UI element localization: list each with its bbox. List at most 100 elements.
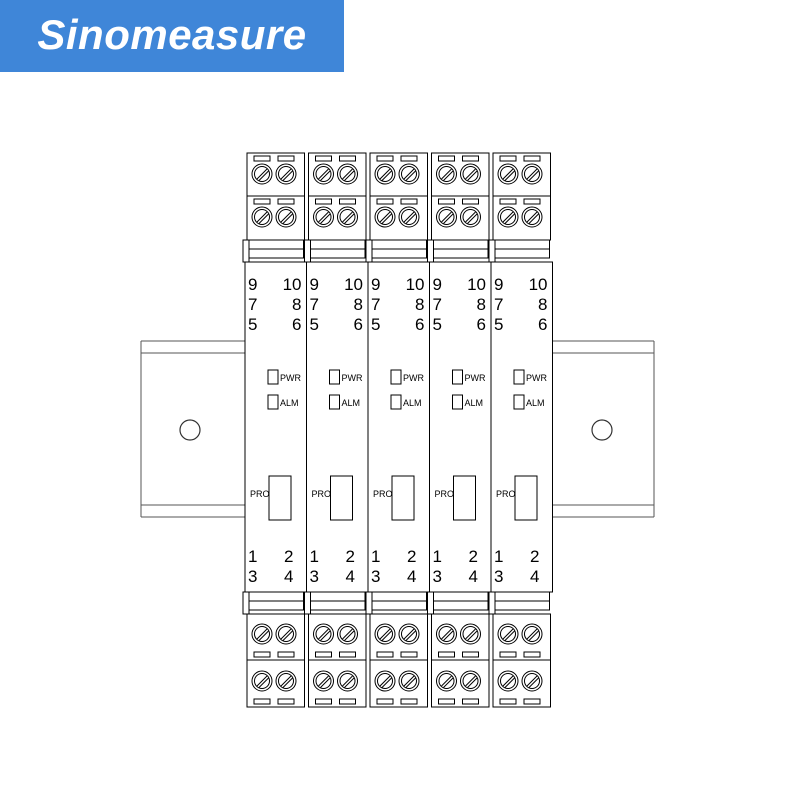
terminal-number: 2 [284, 547, 293, 566]
terminal-tab [438, 198, 455, 205]
alm-led-icon [329, 394, 340, 410]
screw-slot [280, 168, 292, 180]
pro-window [330, 475, 353, 521]
terminal-tab [438, 155, 455, 162]
alm-label: ALM [526, 398, 545, 408]
screw-inner [339, 626, 356, 642]
terminal-tab [339, 198, 356, 205]
screw-inner [377, 626, 393, 642]
terminal-number: 7 [248, 295, 257, 314]
terminal-number: 4 [346, 567, 355, 586]
screw-slot [256, 168, 268, 180]
screw-slot [502, 211, 514, 223]
terminal-number: 3 [494, 567, 503, 586]
terminal-tab [277, 155, 295, 162]
screw-inner [524, 626, 540, 642]
latch-tab [242, 591, 250, 615]
screw-slot [318, 168, 329, 180]
pro-label: PRO [312, 489, 332, 499]
screw-slot [403, 675, 415, 687]
latch-tab [488, 591, 496, 615]
screw-slot [282, 630, 293, 641]
screw-slot [502, 628, 514, 640]
terminal-number: 3 [248, 567, 257, 586]
terminal-tab [253, 651, 271, 658]
screw-inner [254, 166, 270, 182]
terminal-tab [400, 698, 418, 705]
terminal-number: 5 [433, 315, 442, 334]
screw-slot [282, 170, 293, 181]
screw-slot [526, 675, 538, 687]
terminal-number: 8 [292, 295, 301, 314]
alm-led-icon [513, 394, 525, 410]
pro-label: PRO [496, 489, 516, 499]
terminal-tab [253, 198, 271, 205]
terminal-tab [462, 651, 479, 658]
terminal-number: 6 [354, 315, 363, 334]
terminal-number: 10 [467, 275, 486, 294]
screw-slot [379, 628, 391, 640]
terminal-number: 9 [371, 275, 380, 294]
screw-inner [462, 209, 479, 225]
terminal-number: 1 [494, 547, 503, 566]
terminal-tab [400, 198, 418, 205]
screw-slot [467, 630, 478, 641]
pwr-led-icon [329, 369, 340, 385]
screw-slot [504, 170, 515, 181]
pwr-led-icon [513, 369, 525, 385]
alm-label: ALM [342, 398, 361, 408]
terminal-tab [277, 651, 295, 658]
screw-inner [401, 626, 417, 642]
terminal-tab [253, 155, 271, 162]
screw-slot [258, 677, 269, 688]
latch-tab [427, 591, 434, 615]
terminal-number: 8 [415, 295, 424, 314]
terminal-tab [499, 198, 517, 205]
pro-label: PRO [373, 489, 393, 499]
screw-inner [254, 626, 270, 642]
screw-slot [379, 211, 391, 223]
screw-slot [318, 628, 329, 640]
terminal-number: 4 [530, 567, 539, 586]
pwr-led-icon [390, 369, 402, 385]
terminal-number: 7 [310, 295, 319, 314]
screw-slot [441, 628, 452, 640]
latch-tab [304, 591, 311, 615]
screw-slot [467, 170, 478, 181]
terminal-tab [339, 698, 356, 705]
pro-window [453, 475, 476, 521]
screw-slot [256, 628, 268, 640]
terminal-tab [339, 651, 356, 658]
screw-inner [254, 209, 270, 225]
terminal-number: 10 [529, 275, 548, 294]
screw-slot [342, 675, 353, 687]
screw-slot [504, 213, 515, 224]
screw-slot [344, 630, 355, 641]
terminal-tab [462, 155, 479, 162]
screw-slot [258, 170, 269, 181]
module-body [490, 261, 553, 593]
terminal-number: 10 [283, 275, 302, 294]
terminal-number: 9 [433, 275, 442, 294]
pro-window [514, 475, 538, 521]
terminal-tab [315, 698, 332, 705]
screw-inner [278, 626, 294, 642]
terminal-number: 8 [354, 295, 363, 314]
screw-inner [278, 673, 294, 689]
screw-slot [344, 170, 355, 181]
terminal-tab [277, 198, 295, 205]
terminal-tab [376, 198, 394, 205]
screw-slot [320, 677, 331, 688]
mounting-hole-left [179, 419, 201, 441]
screw-inner [254, 673, 270, 689]
screw-slot [403, 628, 415, 640]
screw-slot [465, 168, 476, 180]
screw-slot [342, 211, 353, 223]
alm-led-icon [267, 394, 279, 410]
terminal-tab [376, 155, 394, 162]
terminal-number: 5 [494, 315, 503, 334]
